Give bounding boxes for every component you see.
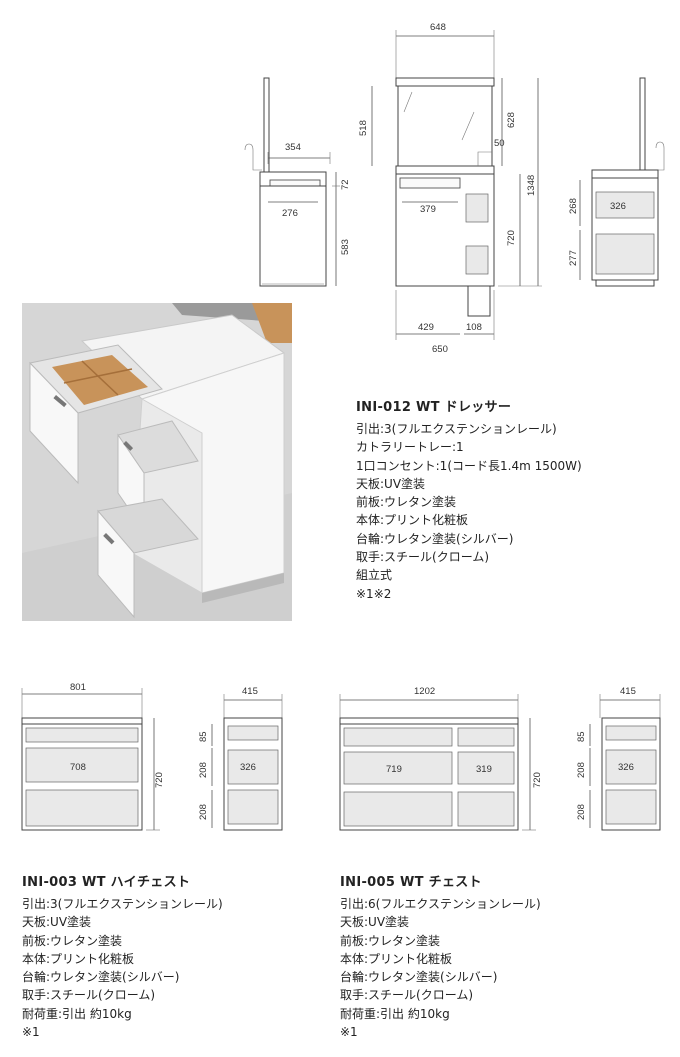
dresser-illustration bbox=[22, 303, 292, 621]
dresser-spec: 取手:スチール(クローム) bbox=[356, 550, 490, 565]
side-dim-354: 354 bbox=[285, 142, 301, 153]
high-chest-spec-list: 引出:3(フルエクステンションレール) 天板:UV塗装 前板:ウレタン塗装 本体… bbox=[22, 895, 223, 1041]
chest-dim-319: 319 bbox=[476, 764, 492, 775]
chest-spec: 耐荷重:引出 約10kg bbox=[340, 1006, 450, 1021]
high-chest-spec: 取手:スチール(クローム) bbox=[22, 988, 156, 1003]
front-dim-1348: 1348 bbox=[526, 175, 537, 196]
high-chest-side-view: 415 85 208 208 326 bbox=[198, 686, 283, 831]
high-chest-spec: 天板:UV塗装 bbox=[22, 915, 92, 930]
dresser-spec: 前板:ウレタン塗装 bbox=[356, 495, 457, 510]
chest-dim-1202: 1202 bbox=[414, 686, 435, 697]
high-chest-dim-208a: 208 bbox=[198, 762, 209, 778]
chest-spec: ※1 bbox=[340, 1025, 358, 1040]
dresser-spec: カトラリートレー:1 bbox=[356, 440, 464, 455]
chest-dim-719: 719 bbox=[386, 764, 402, 775]
side-dim-583: 583 bbox=[340, 239, 351, 255]
front-dim-720: 720 bbox=[506, 230, 517, 246]
front-dim-650: 650 bbox=[432, 344, 448, 355]
dresser-drawings: 354 276 72 583 648 518 379 50 628 1348 7… bbox=[244, 22, 665, 355]
chest-dim-208b: 208 bbox=[576, 804, 587, 820]
dresser-spec: 組立式 bbox=[356, 568, 393, 583]
high-chest-spec: 引出:3(フルエクステンションレール) bbox=[22, 897, 223, 911]
dresser-spec: 引出:3(フルエクステンションレール) bbox=[356, 422, 557, 436]
right-dim-277: 277 bbox=[568, 250, 579, 266]
chest-dim-720: 720 bbox=[532, 772, 543, 788]
front-dim-379: 379 bbox=[420, 204, 436, 215]
chest-spec: 前板:ウレタン塗装 bbox=[340, 933, 441, 948]
chest-front-view: 1202 719 319 720 bbox=[339, 686, 543, 831]
chest-side-view: 415 85 208 208 326 bbox=[576, 686, 661, 831]
chest-spec: 取手:スチール(クローム) bbox=[340, 988, 474, 1003]
dresser-right-view: 268 277 326 bbox=[568, 77, 665, 287]
chest-dim-208a: 208 bbox=[576, 762, 587, 778]
dresser-photo bbox=[22, 303, 292, 621]
side-dim-276: 276 bbox=[282, 208, 298, 219]
chest-drawings: 1202 719 319 720 415 85 208 208 326 bbox=[339, 686, 661, 831]
front-dim-429: 429 bbox=[418, 322, 434, 333]
chest-dim-85: 85 bbox=[576, 731, 587, 742]
high-chest-dim-85: 85 bbox=[198, 731, 209, 742]
high-chest-spec: 本体:プリント化粧板 bbox=[22, 951, 135, 966]
dresser-spec: ※1※2 bbox=[356, 586, 392, 601]
high-chest-title: INI-003 WT ハイチェスト bbox=[22, 875, 191, 890]
chest-spec: 台輪:ウレタン塗装(シルバー) bbox=[340, 970, 498, 985]
high-chest-dim-720: 720 bbox=[154, 772, 165, 788]
front-dim-518: 518 bbox=[358, 120, 369, 136]
right-dim-326: 326 bbox=[610, 201, 626, 212]
front-dim-628: 628 bbox=[506, 112, 517, 128]
high-chest-dim-801: 801 bbox=[70, 682, 86, 693]
dresser-spec: 天板:UV塗装 bbox=[356, 476, 426, 491]
dresser-title: INI-012 WT ドレッサー bbox=[356, 400, 512, 415]
chest-title: INI-005 WT チェスト bbox=[340, 875, 482, 890]
high-chest-spec: 耐荷重:引出 約10kg bbox=[22, 1006, 132, 1021]
chest-dim-326: 326 bbox=[618, 762, 634, 773]
front-dim-50: 50 bbox=[494, 138, 505, 149]
dresser-spec: 1口コンセント:1(コード長1.4m 1500W) bbox=[356, 458, 582, 473]
high-chest-dim-708: 708 bbox=[70, 762, 86, 773]
high-chest-dim-415: 415 bbox=[242, 686, 258, 697]
high-chest-front-view: 801 708 720 bbox=[21, 682, 165, 831]
front-dim-648: 648 bbox=[430, 22, 446, 33]
chest-dim-415: 415 bbox=[620, 686, 636, 697]
dresser-front-view: 648 518 379 50 628 1348 720 429 108 650 bbox=[358, 22, 542, 355]
high-chest-dim-326: 326 bbox=[240, 762, 256, 773]
dresser-spec: 本体:プリント化粧板 bbox=[356, 513, 469, 528]
front-dim-108: 108 bbox=[466, 322, 482, 333]
high-chest-drawings: 801 708 720 415 85 208 208 326 bbox=[21, 682, 283, 831]
right-dim-268: 268 bbox=[568, 198, 579, 214]
dresser-side-view: 354 276 72 583 bbox=[244, 77, 351, 287]
chest-spec-list: 引出:6(フルエクステンションレール) 天板:UV塗装 前板:ウレタン塗装 本体… bbox=[340, 895, 541, 1041]
high-chest-dim-208b: 208 bbox=[198, 804, 209, 820]
dresser-spec: 台輪:ウレタン塗装(シルバー) bbox=[356, 531, 514, 546]
dresser-spec-list: 引出:3(フルエクステンションレール) カトラリートレー:1 1口コンセント:1… bbox=[356, 420, 582, 603]
high-chest-spec: ※1 bbox=[22, 1025, 40, 1040]
chest-spec: 天板:UV塗装 bbox=[340, 915, 410, 930]
chest-spec: 本体:プリント化粧板 bbox=[340, 951, 453, 966]
chest-spec: 引出:6(フルエクステンションレール) bbox=[340, 897, 541, 911]
high-chest-spec: 前板:ウレタン塗装 bbox=[22, 933, 123, 948]
high-chest-spec: 台輪:ウレタン塗装(シルバー) bbox=[22, 970, 180, 985]
side-dim-72: 72 bbox=[340, 179, 351, 190]
